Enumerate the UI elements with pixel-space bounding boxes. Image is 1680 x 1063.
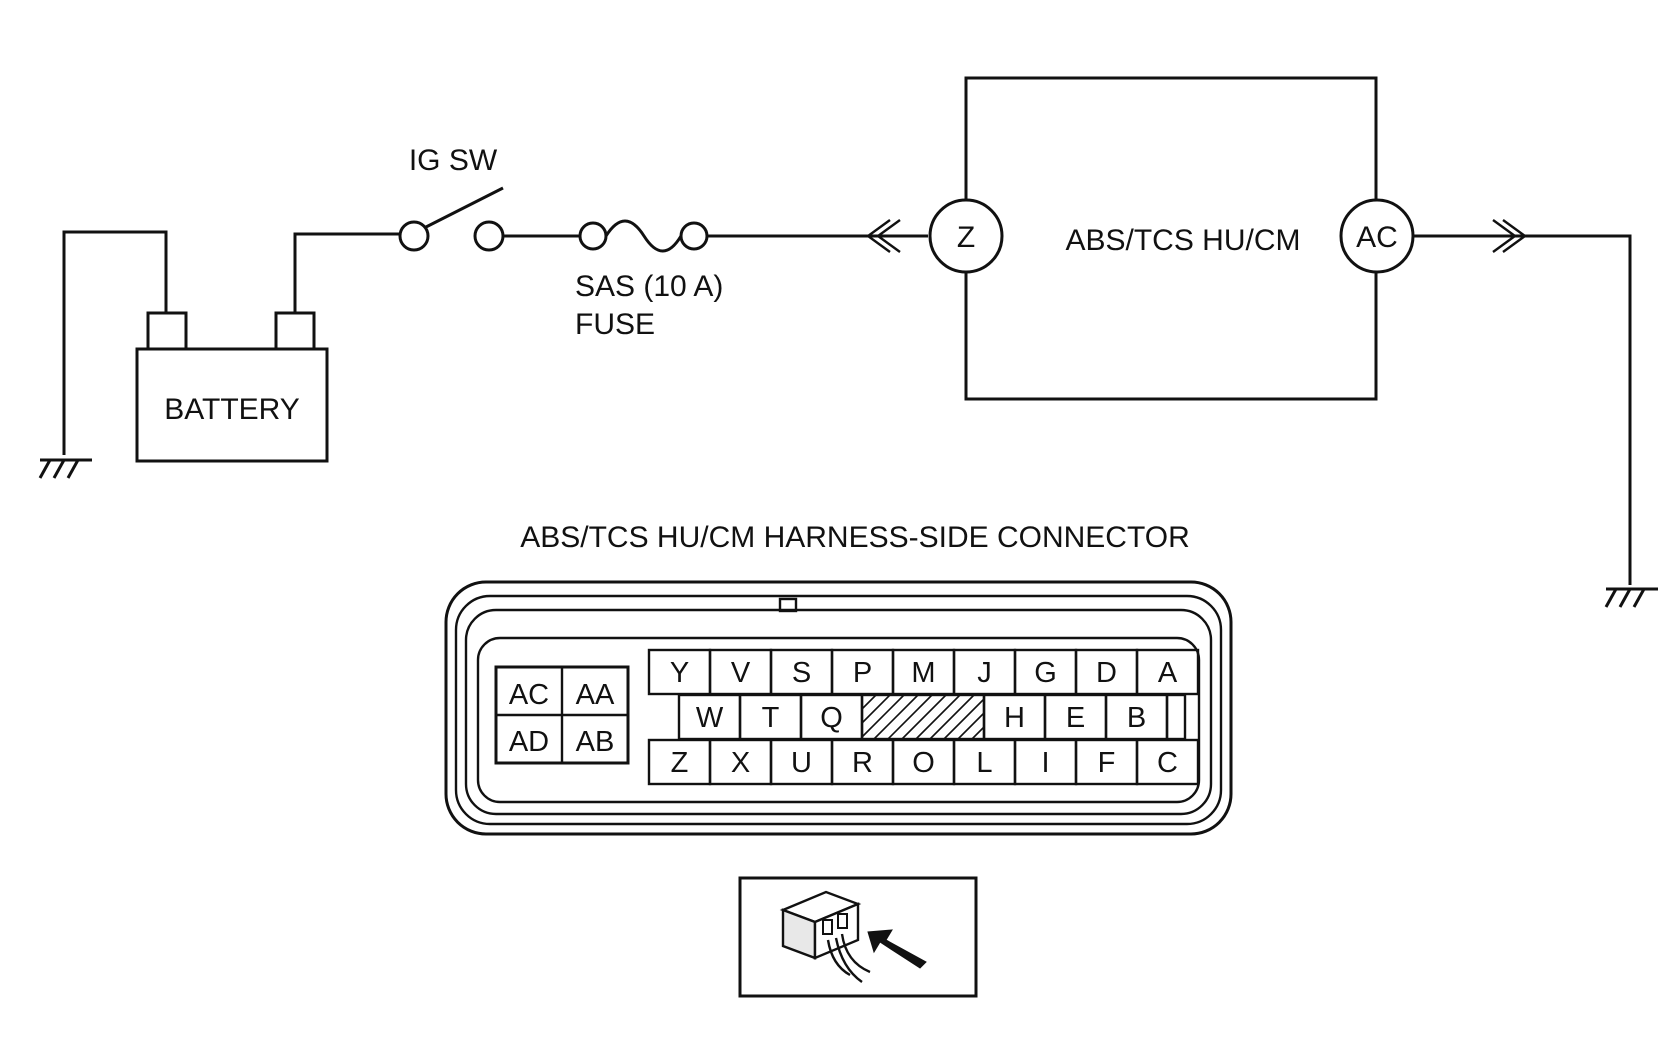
terminal-z-label: Z bbox=[957, 221, 975, 254]
ground-right-icon bbox=[1604, 587, 1658, 608]
pin-r: R bbox=[852, 747, 873, 779]
pin-grid: Y V S P M J G D A Z X U R O L I F C W T Q H E B bbox=[647, 648, 1200, 786]
sas-fuse: SAS (10 A) FUSE bbox=[575, 219, 723, 341]
pin-ab: AB bbox=[576, 726, 615, 758]
pin-v: V bbox=[731, 657, 751, 689]
pin-b: B bbox=[1127, 702, 1146, 734]
pin-z: Z bbox=[671, 747, 689, 779]
pin-c: C bbox=[1157, 747, 1178, 779]
fuse-label-line1: SAS (10 A) bbox=[575, 270, 723, 303]
pin-x: X bbox=[731, 747, 750, 779]
module-label: ABS/TCS HU/CM bbox=[1065, 224, 1300, 257]
pin-d: D bbox=[1096, 657, 1117, 689]
pin-l: L bbox=[976, 747, 992, 779]
pin-s: S bbox=[792, 657, 811, 689]
fuse-to-module-wire bbox=[707, 219, 928, 253]
battery: BATTERY bbox=[135, 311, 329, 463]
pin-f: F bbox=[1098, 747, 1116, 779]
pin-e: E bbox=[1066, 702, 1085, 734]
pin-t: T bbox=[762, 702, 780, 734]
pin-a: A bbox=[1158, 657, 1178, 689]
pin-ac: AC bbox=[509, 679, 549, 711]
battery-ground-wire bbox=[62, 230, 168, 455]
abs-tcs-module: ABS/TCS HU/CM Z AC bbox=[928, 76, 1415, 401]
blank-pin-hatch bbox=[860, 693, 986, 741]
battery-label: BATTERY bbox=[164, 393, 300, 426]
fuse-label-line2: FUSE bbox=[575, 308, 655, 341]
left-pin-block: AC AA AD AB bbox=[494, 665, 630, 765]
pin-g: G bbox=[1034, 657, 1057, 689]
pin-y: Y bbox=[670, 657, 689, 689]
pin-i: I bbox=[1041, 747, 1049, 779]
pin-o: O bbox=[912, 747, 935, 779]
pin-q: Q bbox=[820, 702, 843, 734]
ground-left-icon bbox=[38, 458, 92, 479]
pin-p: P bbox=[853, 657, 872, 689]
pin-aa: AA bbox=[576, 679, 615, 711]
connector-view-arrow-icon bbox=[738, 876, 978, 998]
ignition-switch: IG SW bbox=[398, 144, 505, 252]
pin-w: W bbox=[696, 702, 724, 734]
connector-title: ABS/TCS HU/CM HARNESS-SIDE CONNECTOR bbox=[520, 521, 1190, 554]
pin-cell-middle-end bbox=[1165, 693, 1187, 741]
pin-h: H bbox=[1004, 702, 1025, 734]
module-ground-wire bbox=[1413, 219, 1632, 585]
pin-ad: AD bbox=[509, 726, 549, 758]
ig-switch-label: IG SW bbox=[409, 144, 498, 177]
terminal-ac-label: AC bbox=[1356, 221, 1398, 254]
harness-connector: AC AA AD AB Y V S P M J G D A Z X U R O L I F C W T Q H E B bbox=[444, 580, 1233, 836]
pin-u: U bbox=[791, 747, 812, 779]
pin-j: J bbox=[977, 657, 992, 689]
battery-positive-wire bbox=[293, 232, 400, 313]
pin-m: M bbox=[911, 657, 935, 689]
